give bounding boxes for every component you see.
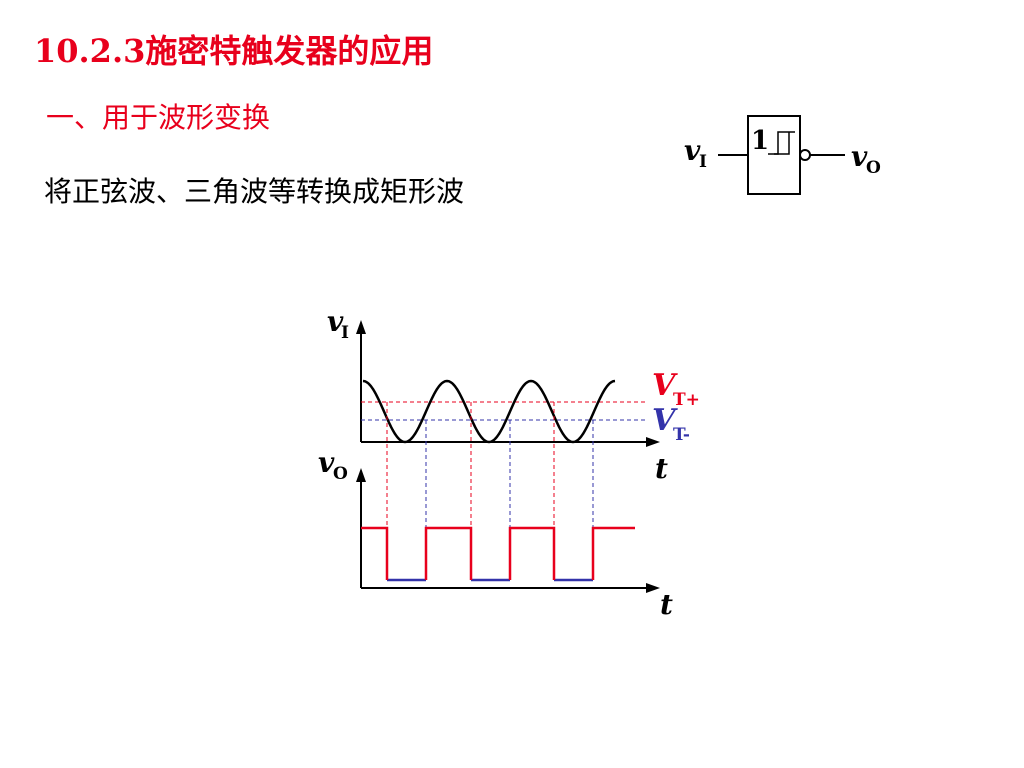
gate-input-sub: I (699, 152, 707, 172)
input-plot: v I V T+ V T- t (327, 305, 700, 485)
output-square-wave (361, 526, 635, 580)
input-axis-label: v (327, 305, 344, 338)
vt-plus-sub: T+ (673, 390, 700, 410)
input-x-arrow (646, 437, 660, 447)
hysteresis-icon (768, 131, 795, 155)
vt-minus-label: V (652, 403, 678, 438)
inverter-bubble (799, 149, 811, 161)
section-heading: 一、用于波形变换 (46, 101, 271, 134)
gate-input-label: v (684, 134, 701, 167)
output-axis-sub: O (333, 464, 348, 484)
output-x-arrow (646, 583, 660, 593)
input-y-arrow (356, 320, 366, 334)
input-time-label: t (655, 452, 668, 485)
gate-output-sub: O (866, 158, 881, 178)
input-sine-wave (362, 379, 616, 444)
output-plot: v O t (318, 446, 673, 621)
page-title: 10.2.3施密特触发器的应用 (34, 32, 434, 70)
gate-output-label: v (851, 140, 868, 173)
vt-minus-sub: T- (673, 425, 690, 445)
schmitt-gate-symbol: 1 v I v O (684, 115, 881, 195)
input-axis-sub: I (341, 323, 349, 343)
output-axis-label: v (318, 446, 335, 479)
gate-symbol-label: 1 (751, 126, 769, 156)
output-time-label: t (660, 588, 673, 621)
description-text: 将正弦波、三角波等转换成矩形波 (44, 175, 465, 208)
output-y-arrow (356, 468, 366, 482)
vt-plus-label: V (652, 368, 678, 403)
